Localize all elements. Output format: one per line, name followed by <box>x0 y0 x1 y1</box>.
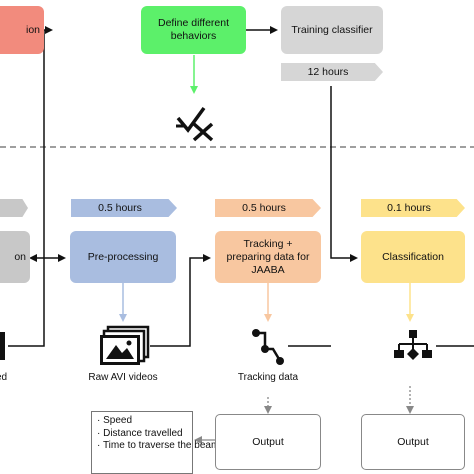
raw-videos-caption: Raw AVI videos <box>88 372 158 384</box>
output-box-1: Output <box>215 414 321 470</box>
define-behaviors-box: Define different behaviors <box>141 6 246 54</box>
define-behaviors-label: Define different behaviors <box>157 17 230 42</box>
pipeline-left-box-label: on <box>14 250 26 263</box>
tracking-data-label: Tracking data <box>237 372 299 383</box>
output-2-label: Output <box>397 435 429 448</box>
time-tag-tracking: 0.5 hours <box>215 199 321 217</box>
time-tag-classification: 0.1 hours <box>361 199 465 217</box>
time-tag-classification-label: 0.1 hours <box>387 202 431 214</box>
decision-tree-icon <box>394 330 432 360</box>
training-classifier-label: Training classifier <box>291 23 373 36</box>
output-box-2: Output <box>361 414 465 470</box>
time-tag-tracking-label: 0.5 hours <box>242 202 286 214</box>
connector-training-to-classification <box>330 86 358 262</box>
connector-left-to-preprocessing <box>8 254 66 347</box>
left-artifact-label: ed <box>0 372 8 383</box>
metric-time-to-traverse: · Time to traverse the beam <box>97 440 220 451</box>
time-tag-left-partial <box>0 199 28 217</box>
preprocessing-label: Pre-processing <box>87 250 159 263</box>
video-frames-icon <box>100 325 150 365</box>
time-tag-preprocessing-label: 0.5 hours <box>98 202 142 214</box>
tracking-path-icon <box>252 329 284 365</box>
classification-box: Classification <box>361 231 465 283</box>
tracking-label: Tracking + preparing data for JAABA <box>226 237 310 276</box>
left-artifact-caption: ed <box>0 372 10 384</box>
preprocessing-box: Pre-processing <box>70 231 176 283</box>
tracking-box: Tracking + preparing data for JAABA <box>215 231 321 283</box>
time-tag-12h-label: 12 hours <box>307 66 349 78</box>
tracking-data-caption: Tracking data <box>236 372 300 384</box>
connector-videos-to-tracking <box>150 254 211 347</box>
not-allowed-check-icon <box>176 106 214 142</box>
metric-distance: · Distance travelled <box>97 427 183 439</box>
top-left-box-label: ion <box>25 23 40 36</box>
top-left-box-partial: ion <box>0 6 44 54</box>
raw-videos-label: Raw AVI videos <box>88 372 158 383</box>
metrics-notes-box: · Speed · Distance travelled · Time to t… <box>91 411 220 474</box>
output-1-label: Output <box>252 435 284 448</box>
metric-speed: · Speed <box>97 415 133 426</box>
left-artifact-icon-partial <box>0 332 5 360</box>
pipeline-left-box-partial: on <box>0 231 30 283</box>
classification-label: Classification <box>382 250 444 263</box>
time-tag-12h: 12 hours <box>281 63 383 81</box>
time-tag-preprocessing: 0.5 hours <box>71 199 177 217</box>
training-classifier-box: Training classifier <box>281 6 383 54</box>
